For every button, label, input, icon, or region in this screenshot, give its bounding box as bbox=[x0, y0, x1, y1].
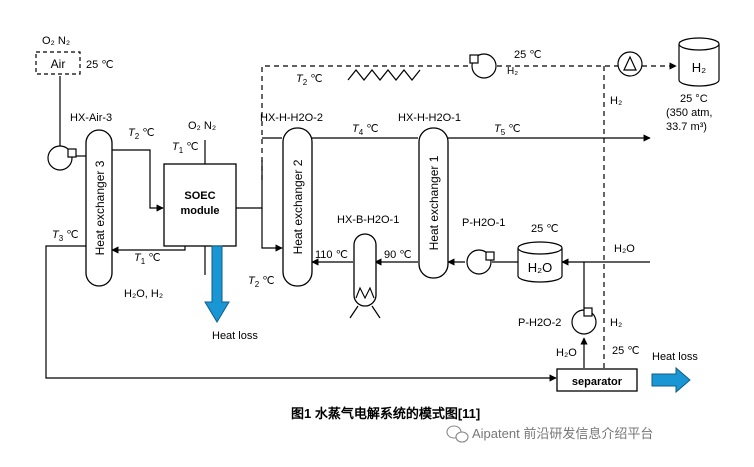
t1-label-top: T1 ℃ bbox=[172, 141, 199, 155]
t1-label-bottom: T1 ℃ bbox=[134, 252, 161, 266]
flow-lines bbox=[45, 76, 651, 382]
hx-h-h2o-1-name: HX-H-H2O-1 bbox=[398, 112, 461, 124]
tank-label: H₂O bbox=[528, 260, 553, 275]
soec-module bbox=[163, 163, 237, 247]
h2o-sep-stream-label: H₂O bbox=[556, 347, 577, 359]
heater-zigzag-icon bbox=[347, 69, 421, 81]
h2-dashed-lines bbox=[261, 62, 677, 368]
h2-booster-icon bbox=[617, 51, 643, 77]
boiler-column-icon bbox=[349, 233, 381, 319]
soec-line1: SOEC bbox=[184, 190, 215, 202]
air-source-box bbox=[35, 51, 81, 75]
hx3-to-soec-line bbox=[110, 149, 164, 212]
hx-b-h2o-1-name: HX-B-H2O-1 bbox=[337, 214, 399, 226]
t2-label-hx3: T2 ℃ bbox=[128, 127, 155, 141]
tank-temp-label: 25 ℃ bbox=[531, 223, 559, 235]
h2-storage-icon bbox=[678, 37, 720, 87]
t5-label: T5 ℃ bbox=[494, 123, 521, 137]
hx-h-h2o-2-name: HX-H-H2O-2 bbox=[260, 112, 323, 124]
h2o-in-stream-label: H₂O bbox=[614, 243, 635, 255]
sep-heat-loss-arrow-icon bbox=[651, 366, 691, 394]
h2-storage-volume: 33.7 m³) bbox=[666, 121, 707, 133]
temp-90-label: 90 ℃ bbox=[384, 249, 412, 261]
h2o-h2-stream-label: H₂O, H₂ bbox=[124, 288, 163, 300]
heat-exchanger-2 bbox=[282, 127, 313, 287]
figure-caption: 图1 水蒸气电解系统的模式图[11] bbox=[291, 406, 480, 421]
hx1-label: Heat exchanger 1 bbox=[427, 155, 441, 250]
soec-to-hx3-line bbox=[111, 245, 186, 254]
temp-25-top: 25 ℃ bbox=[514, 49, 542, 61]
air-gases-label: O₂ N₂ bbox=[42, 35, 70, 47]
h2-right-stream-label: H₂ bbox=[610, 95, 622, 107]
t2-label-bottom: T2 ℃ bbox=[248, 275, 275, 289]
h2-compressor-icon bbox=[469, 53, 497, 79]
hx3-label: Heat exchanger 3 bbox=[93, 160, 107, 255]
sep-heat-loss-label: Heat loss bbox=[652, 351, 698, 363]
watermark-text: Aipatent 前沿研发信息介绍平台 bbox=[472, 426, 653, 441]
h2-lower-stream-label: H₂ bbox=[610, 317, 622, 329]
t3-to-separator-line bbox=[45, 245, 557, 382]
t2-label-top: T2 ℃ bbox=[296, 73, 323, 87]
h2-storage-label: H₂ bbox=[692, 60, 706, 75]
pump-p2-icon bbox=[571, 307, 597, 335]
p-h2o-1-label: P-H2O-1 bbox=[462, 217, 505, 229]
h2-top-stream-label: H₂ bbox=[507, 66, 518, 77]
t3-label: T3 ℃ bbox=[52, 229, 79, 243]
soec-to-hx2-line bbox=[236, 160, 263, 209]
o2n2-stream-label: O₂ N₂ bbox=[188, 120, 216, 132]
air-label: Air bbox=[51, 57, 66, 71]
pump-p1-icon bbox=[466, 249, 495, 275]
soec-heat-loss-arrow-icon bbox=[204, 245, 230, 323]
h2-recycle-dashed bbox=[261, 65, 472, 180]
wechat-icon bbox=[446, 425, 469, 443]
separator-box bbox=[556, 368, 638, 392]
soec-line2: module bbox=[180, 205, 219, 217]
heat-exchanger-3 bbox=[85, 129, 113, 287]
t4-label: T4 ℃ bbox=[352, 123, 379, 137]
water-tank-icon bbox=[517, 241, 563, 283]
p-h2o-2-label: P-H2O-2 bbox=[518, 317, 561, 329]
air-compressor-icon bbox=[47, 145, 77, 171]
soec-heat-loss-label: Heat loss bbox=[212, 330, 258, 342]
h2-storage-pressure: (350 atm, bbox=[666, 107, 712, 119]
temp-25-sep: 25 ℃ bbox=[612, 345, 640, 357]
air-temp-label: 25 ℃ bbox=[86, 59, 114, 71]
hx-air-3-name: HX-Air-3 bbox=[70, 112, 112, 124]
hx2-label: Heat exchanger 2 bbox=[291, 159, 305, 254]
temp-110-label: 110 ℃ bbox=[315, 249, 348, 261]
hx2-lower-line bbox=[261, 208, 283, 252]
h2-storage-temp: 25 °C bbox=[680, 93, 708, 105]
heat-exchanger-1 bbox=[418, 127, 449, 279]
separator-label: separator bbox=[572, 376, 623, 388]
